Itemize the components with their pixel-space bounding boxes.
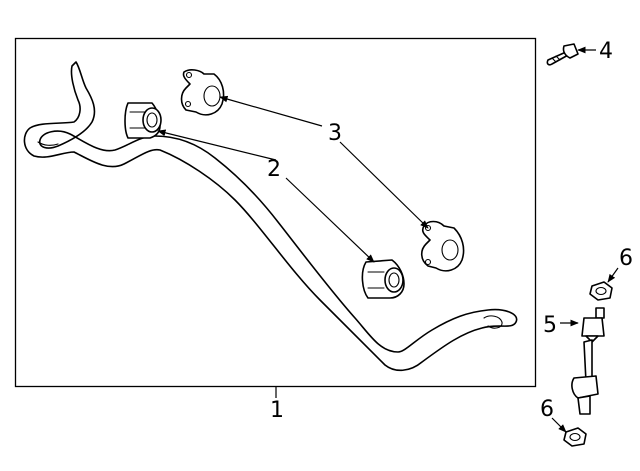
bolt (546, 43, 579, 66)
assembly-frame (14, 37, 537, 388)
leader-lines (157, 46, 619, 433)
callout-bracket: 3 (328, 121, 342, 146)
callout-bar: 1 (270, 398, 284, 423)
nut-lower (563, 427, 587, 447)
nut-upper (589, 281, 613, 301)
stabilizer-bar (23, 61, 518, 372)
callout-nut-lower: 6 (540, 397, 554, 422)
callout-link: 5 (543, 313, 557, 338)
bushing-upper (124, 102, 162, 139)
callout-bushing: 2 (267, 157, 281, 182)
callout-nut-upper: 6 (619, 246, 633, 271)
bushing-lower (361, 259, 405, 299)
bracket-lower (420, 220, 465, 272)
stabilizer-link (571, 307, 605, 415)
bracket-upper (180, 69, 225, 116)
callout-bolt: 4 (599, 39, 613, 64)
